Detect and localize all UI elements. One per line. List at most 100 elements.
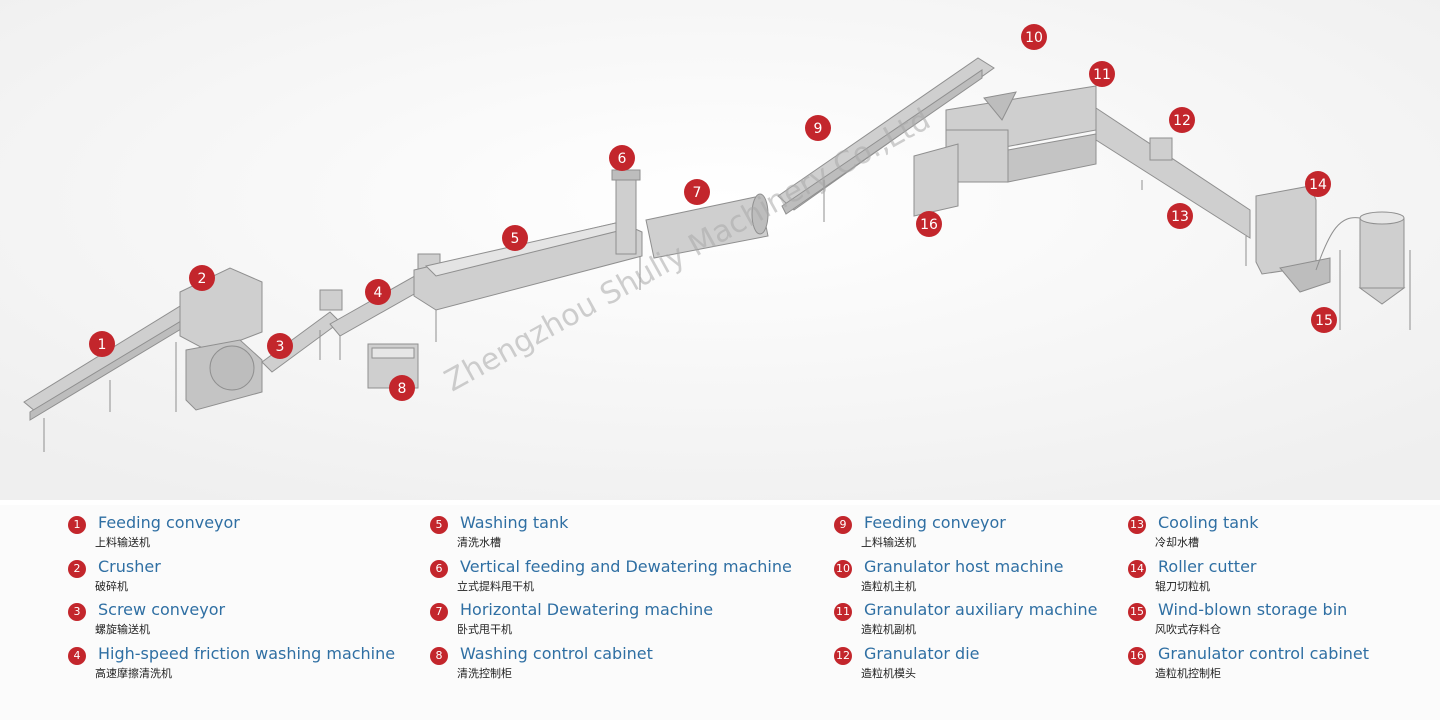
legend-label-en: Granulator host machine [864,556,1064,576]
callout-7-label: 7 [693,185,702,201]
legend-item: 9 Feeding conveyor 上料输送机 [834,513,1194,557]
legend-item: 7 Horizontal Dewatering machine 卧式甩干机 [430,600,790,644]
number-badge: 11 [834,603,852,621]
callout-16-marker [916,211,942,237]
number-badge: 13 [1128,516,1146,534]
legend-item: 6 Vertical feeding and Dewatering machine… [430,556,792,601]
production-line-diagram: Zhengzhou Shuliy Machinery Co.,Ltd 12345… [0,0,1440,500]
storage-bin-machine [1315,211,1411,330]
callout-13-marker [1167,203,1193,229]
number-badge: 16 [1128,646,1146,665]
legend-label-en: Feeding conveyor [98,513,240,532]
legend-label-en: Washing control cabinet [460,643,653,663]
number-badge: 2 [68,559,86,578]
legend-item: 5 Washing tank 清洗水槽 [430,513,790,557]
callout-10-marker [1021,24,1047,50]
legend-label-zh: 造粒机模头 [861,666,916,680]
legend-label-zh: 上料输送机 [95,536,150,549]
legend-item: 3 Screw conveyor 螺旋输送机 [68,600,428,644]
number-badge: 3 [68,603,86,621]
number-badge: 6 [430,559,448,578]
legend-label-en: Washing tank [460,513,569,532]
callout-6-label: 6 [618,151,627,167]
legend-item: 8 Washing control cabinet 清洗控制柜 [430,644,790,688]
callout-11-marker [1089,61,1115,87]
callout-3-marker [267,333,293,359]
granulator-control-cabinet-machine [913,143,959,217]
legend-label-en: Cooling tank [1158,513,1259,532]
granulator-feeding-conveyor-machine [777,57,995,222]
vertical-dewatering-machine [611,169,641,255]
legend-label-zh: 清洗水槽 [457,536,501,549]
legend-item: 1 Feeding conveyor 上料输送机 [68,513,428,557]
callout-15-marker [1311,307,1337,333]
legend-item: 13 Cooling tank 冷却水槽 [1128,513,1440,557]
number-badge: 8 [430,646,448,665]
legend-item: 10 Granulator host machine 造粒机主机 [834,557,1194,601]
callout-6-marker [609,145,635,171]
callout-3-label: 3 [276,339,285,355]
callout-14-label: 14 [1309,177,1327,193]
legend-label-en: High-speed friction washing machine [98,643,396,663]
callout-1-marker [89,331,115,357]
legend-label-zh: 螺旋输送机 [95,623,150,636]
callout-5-label: 5 [511,231,520,247]
legend-column-2: 5 Washing tank 清洗水槽 6 Vertical feeding and … [430,513,792,688]
legend-label-zh: 高速摩擦清洗机 [95,666,172,680]
callout-10-label: 10 [1025,30,1043,46]
callout-1-label: 1 [98,337,107,353]
legend-label-zh: 造粒机主机 [861,579,916,593]
callout-2-label: 2 [198,271,207,287]
legend-label-en: Crusher [98,556,161,576]
legend-label-zh: 风吹式存料仓 [1155,623,1221,636]
number-badge: 4 [68,646,86,665]
callout-9-label: 9 [814,121,823,137]
legend-column-3: 9 Feeding conveyor 上料输送机 10 Granulator host… [834,513,1194,687]
crusher-machine [179,267,263,411]
callout-7-marker [684,179,710,205]
legend-label-zh: 造粒机控制柜 [1155,666,1221,680]
legend-label-zh: 立式提料甩干机 [457,579,534,593]
callout-13-label: 13 [1171,209,1189,225]
legend-label-en: Feeding conveyor [864,513,1006,532]
number-badge: 5 [430,516,448,534]
callout-12-label: 12 [1173,113,1191,129]
number-badge: 9 [834,516,852,534]
callout-2-marker [189,265,215,291]
callout-16-label: 16 [920,217,938,233]
callout-12-marker [1169,107,1195,133]
callout-4-marker [365,279,391,305]
legend-label-zh: 上料输送机 [861,536,916,549]
legend-label-en: Vertical feeding and Dewatering machine [460,556,792,576]
number-badge: 12 [834,646,852,665]
legend-label-en: Horizontal Dewatering machine [460,600,714,619]
cooling-tank-machine [1095,107,1251,266]
number-badge: 1 [68,516,86,534]
number-badge: 15 [1128,603,1146,621]
legend-label-zh: 清洗控制柜 [457,666,512,680]
legend-label-zh: 辊刀切粒机 [1155,579,1210,593]
callout-11-label: 11 [1093,67,1111,83]
callout-15-label: 15 [1315,313,1333,329]
legend-label-en: Roller cutter [1158,556,1257,576]
callout-8-marker [389,375,415,401]
callout-9-marker [805,115,831,141]
callout-14-marker [1305,171,1331,197]
number-badge: 7 [430,603,448,621]
legend-label-en: Granulator auxiliary machine [864,600,1098,619]
legend-label-en: Screw conveyor [98,600,226,619]
callout-4-label: 4 [374,285,383,301]
legend-label-zh: 卧式甩干机 [457,623,512,636]
legend-label-zh: 冷却水槽 [1155,536,1199,549]
callout-5-marker [502,225,528,251]
number-badge: 10 [834,559,852,578]
